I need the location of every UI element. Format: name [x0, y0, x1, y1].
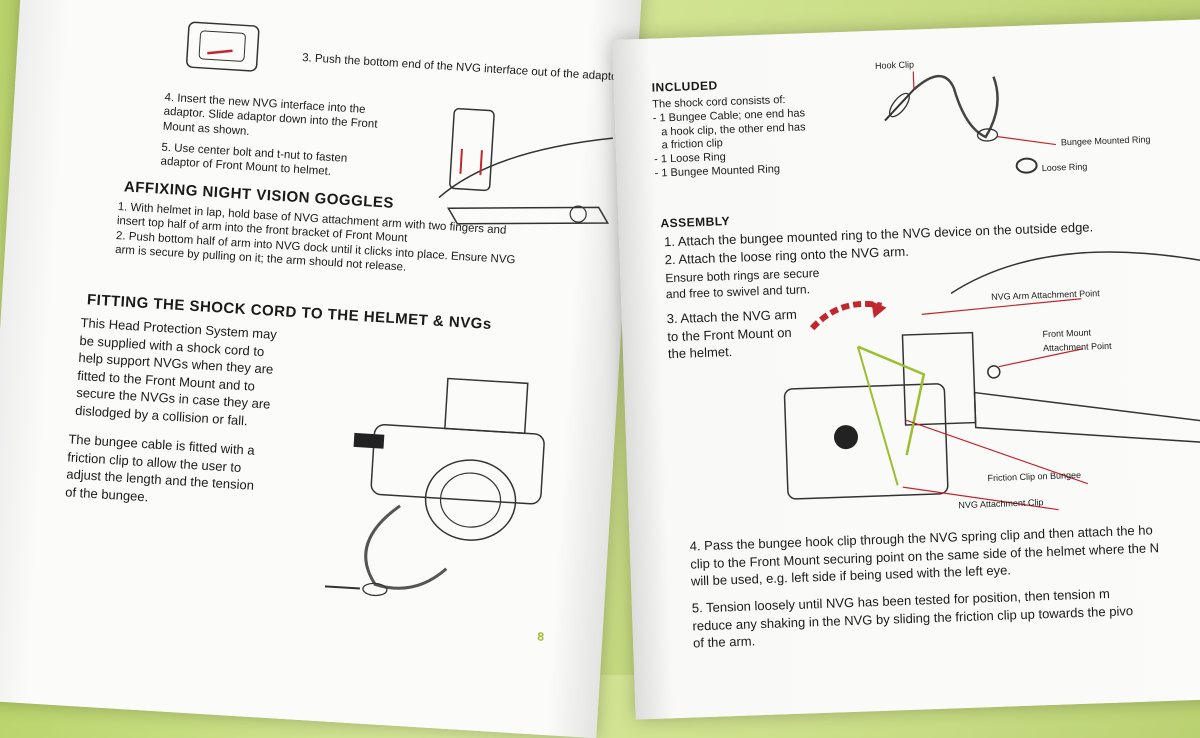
label-front-mount-1: Front Mount	[1042, 327, 1092, 340]
page-number: 8	[536, 629, 545, 644]
shock-cord-parts-illustration	[884, 71, 1057, 174]
label-loose-ring: Loose Ring	[1041, 161, 1088, 174]
step3-text: 3. Push the bottom end of the NVG interf…	[301, 52, 625, 84]
right-page: INCLUDED The shock cord consists of: - 1…	[612, 17, 1200, 720]
fitting-paragraph-1: This Head Protection System may be suppl…	[74, 314, 278, 429]
nvg-assembly-diagram	[783, 251, 1200, 511]
front-mount-illustration	[438, 107, 613, 225]
label-nvg-attachment-clip: NVG Attachment Clip	[958, 497, 1044, 511]
step4-text: 4. Insert the new NVG interface into the…	[162, 91, 378, 138]
heading-assembly: ASSEMBLY	[660, 213, 731, 231]
fitting-paragraph-2: The bungee cable is fitted with a fricti…	[64, 431, 256, 505]
left-page: 3. Push the bottom end of the NVG interf…	[0, 0, 643, 738]
label-hook-clip: Hook Clip	[874, 59, 915, 71]
heading-included: INCLUDED	[651, 78, 718, 95]
adaptor-illustration	[186, 21, 260, 72]
included-list: The shock cord consists of: - 1 Bungee C…	[652, 93, 806, 180]
nvg-bungee-illustration	[324, 377, 545, 597]
assembly-step-4: 4. Pass the bungee hook clip through the…	[689, 522, 1160, 589]
assembly-step-5: 5. Tension loosely until NVG has been te…	[691, 585, 1134, 651]
